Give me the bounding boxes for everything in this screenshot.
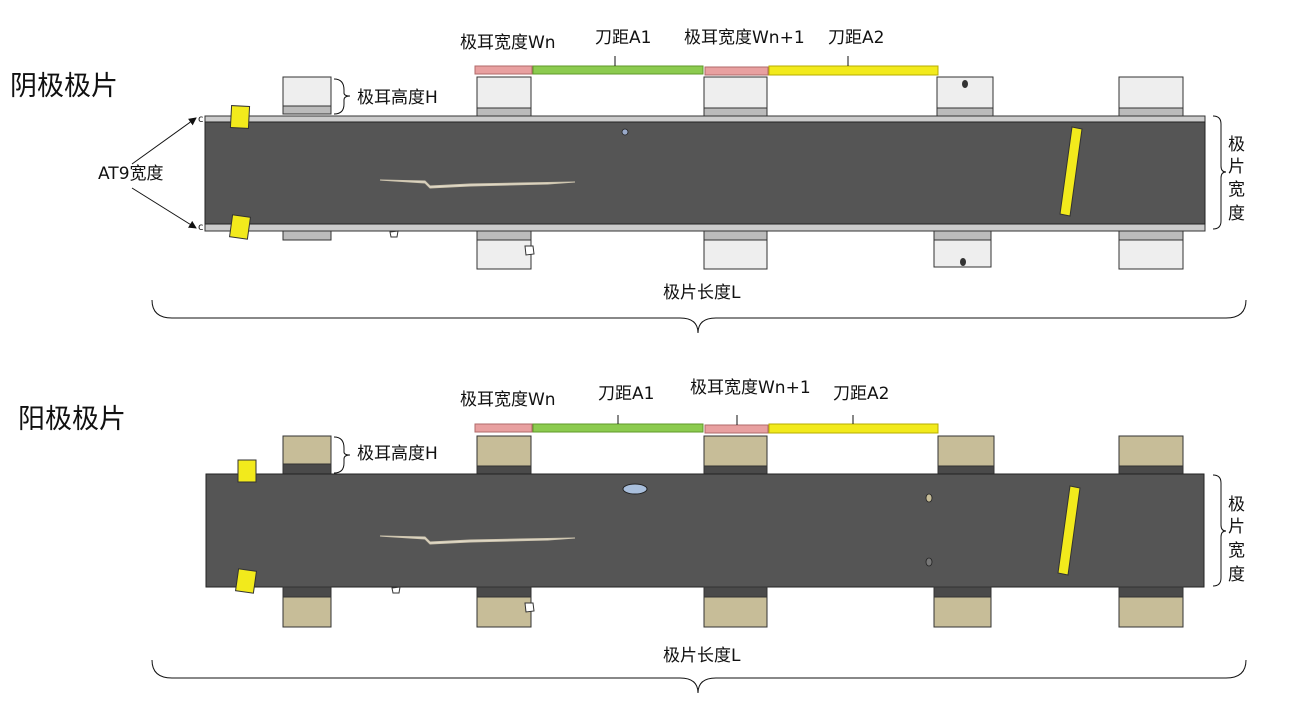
cathode-a2-bar: [768, 65, 939, 76]
svg-text:极: 极: [1228, 135, 1245, 155]
anode-sheet-length-label: 极片长度L: [663, 646, 741, 666]
svg-text:度: 度: [1228, 565, 1245, 585]
cathode-a1-bar: [532, 65, 704, 75]
anode-diagram: 阳极极片: [18, 378, 1247, 694]
anode-sheet-width-label: 极 片 宽 度: [1228, 495, 1245, 585]
svg-text:片: 片: [1228, 517, 1245, 537]
anode-foil: [205, 473, 1205, 588]
cathode-yellow-stripe: [1059, 126, 1083, 217]
cathode-a2-label: 刀距A2: [828, 28, 884, 48]
cathode-sheet-width-label: 极 片 宽 度: [1228, 135, 1245, 224]
svg-text:宽: 宽: [1228, 180, 1245, 200]
cathode-foil: [204, 121, 1206, 225]
cathode-scratch: [379, 179, 576, 189]
cathode-at9-label: AT9宽度: [98, 164, 164, 184]
cathode-at9-marker-bottom: [228, 214, 252, 240]
anode-a2-bar: [768, 423, 939, 434]
svg-text:c: c: [198, 222, 204, 233]
anode-marker-top: [237, 459, 257, 483]
cathode-wn1-label: 极耳宽度Wn+1: [684, 28, 805, 48]
anode-yellow-stripe: [1057, 485, 1081, 576]
cathode-wn-bar: [474, 65, 533, 75]
svg-text:极: 极: [1228, 495, 1245, 515]
anode-marker-bottom: [234, 568, 258, 594]
anode-wn-label: 极耳宽度Wn: [460, 390, 556, 410]
anode-a2-label: 刀距A2: [833, 384, 889, 404]
anode-a1-label: 刀距A1: [598, 384, 654, 404]
cathode-sheet-length-label: 极片长度L: [663, 283, 741, 303]
cathode-top-tabs: [282, 76, 1184, 117]
cathode-at9-marker-top: [229, 105, 251, 129]
svg-text:片: 片: [1228, 157, 1245, 177]
anode-wn-bar: [474, 423, 533, 433]
anode-wn1-label: 极耳宽度Wn+1: [690, 378, 811, 398]
anode-top-tabs: [282, 435, 1184, 475]
cathode-tab-height-label: 极耳高度H: [357, 88, 438, 108]
anode-bottom-tabs: [282, 586, 1184, 628]
cathode-title: 阴极极片: [10, 71, 118, 102]
anode-a1-bar: [532, 423, 704, 433]
cathode-bottom-tabs: [282, 230, 1184, 270]
anode-wn1-bar: [704, 424, 769, 434]
svg-text:c: c: [198, 114, 204, 125]
cathode-wn1-bar: [704, 66, 769, 76]
anode-title: 阳极极片: [18, 404, 126, 435]
anode-scratch: [379, 535, 576, 545]
anode-tab-height-label: 极耳高度H: [357, 444, 438, 464]
cathode-wn-label: 极耳宽度Wn: [460, 33, 556, 53]
svg-text:度: 度: [1228, 204, 1245, 224]
cathode-a1-label: 刀距A1: [595, 28, 651, 48]
cathode-diagram: 阴极极片 c c AT9宽度: [10, 28, 1247, 334]
svg-text:宽: 宽: [1228, 541, 1245, 561]
